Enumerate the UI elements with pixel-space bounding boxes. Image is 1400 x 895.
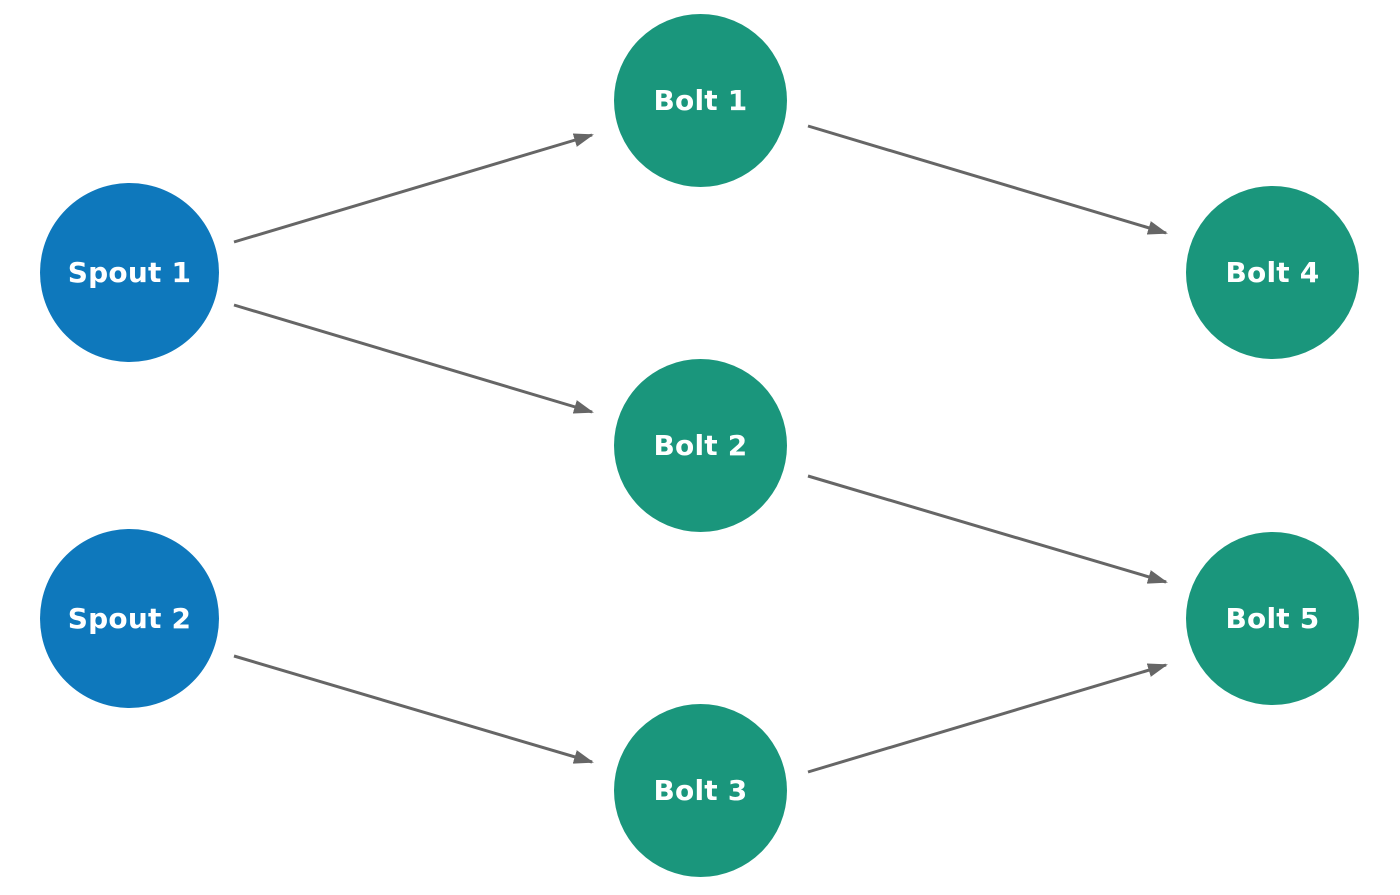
node-label: Bolt 1: [653, 84, 748, 117]
node-bolt-1: Bolt 1: [614, 14, 787, 187]
node-bolt-3: Bolt 3: [614, 704, 787, 877]
node-spout-2: Spout 2: [40, 529, 219, 708]
node-label: Spout 1: [67, 256, 192, 289]
node-bolt-5: Bolt 5: [1186, 532, 1359, 705]
node-bolt-2: Bolt 2: [614, 359, 787, 532]
edge-bolt2-bolt5: [807, 474, 1168, 584]
node-label: Bolt 3: [653, 774, 748, 807]
edge-spout2-bolt3: [233, 654, 594, 764]
node-label: Spout 2: [67, 602, 192, 635]
edge-bolt1-bolt4: [807, 124, 1168, 235]
edge-bolt3-bolt5: [807, 663, 1168, 774]
edge-spout1-bolt2: [233, 303, 594, 414]
node-bolt-4: Bolt 4: [1186, 186, 1359, 359]
node-label: Bolt 5: [1225, 602, 1320, 635]
edge-spout1-bolt1: [233, 133, 594, 244]
node-label: Bolt 2: [653, 429, 748, 462]
node-spout-1: Spout 1: [40, 183, 219, 362]
node-label: Bolt 4: [1225, 256, 1320, 289]
